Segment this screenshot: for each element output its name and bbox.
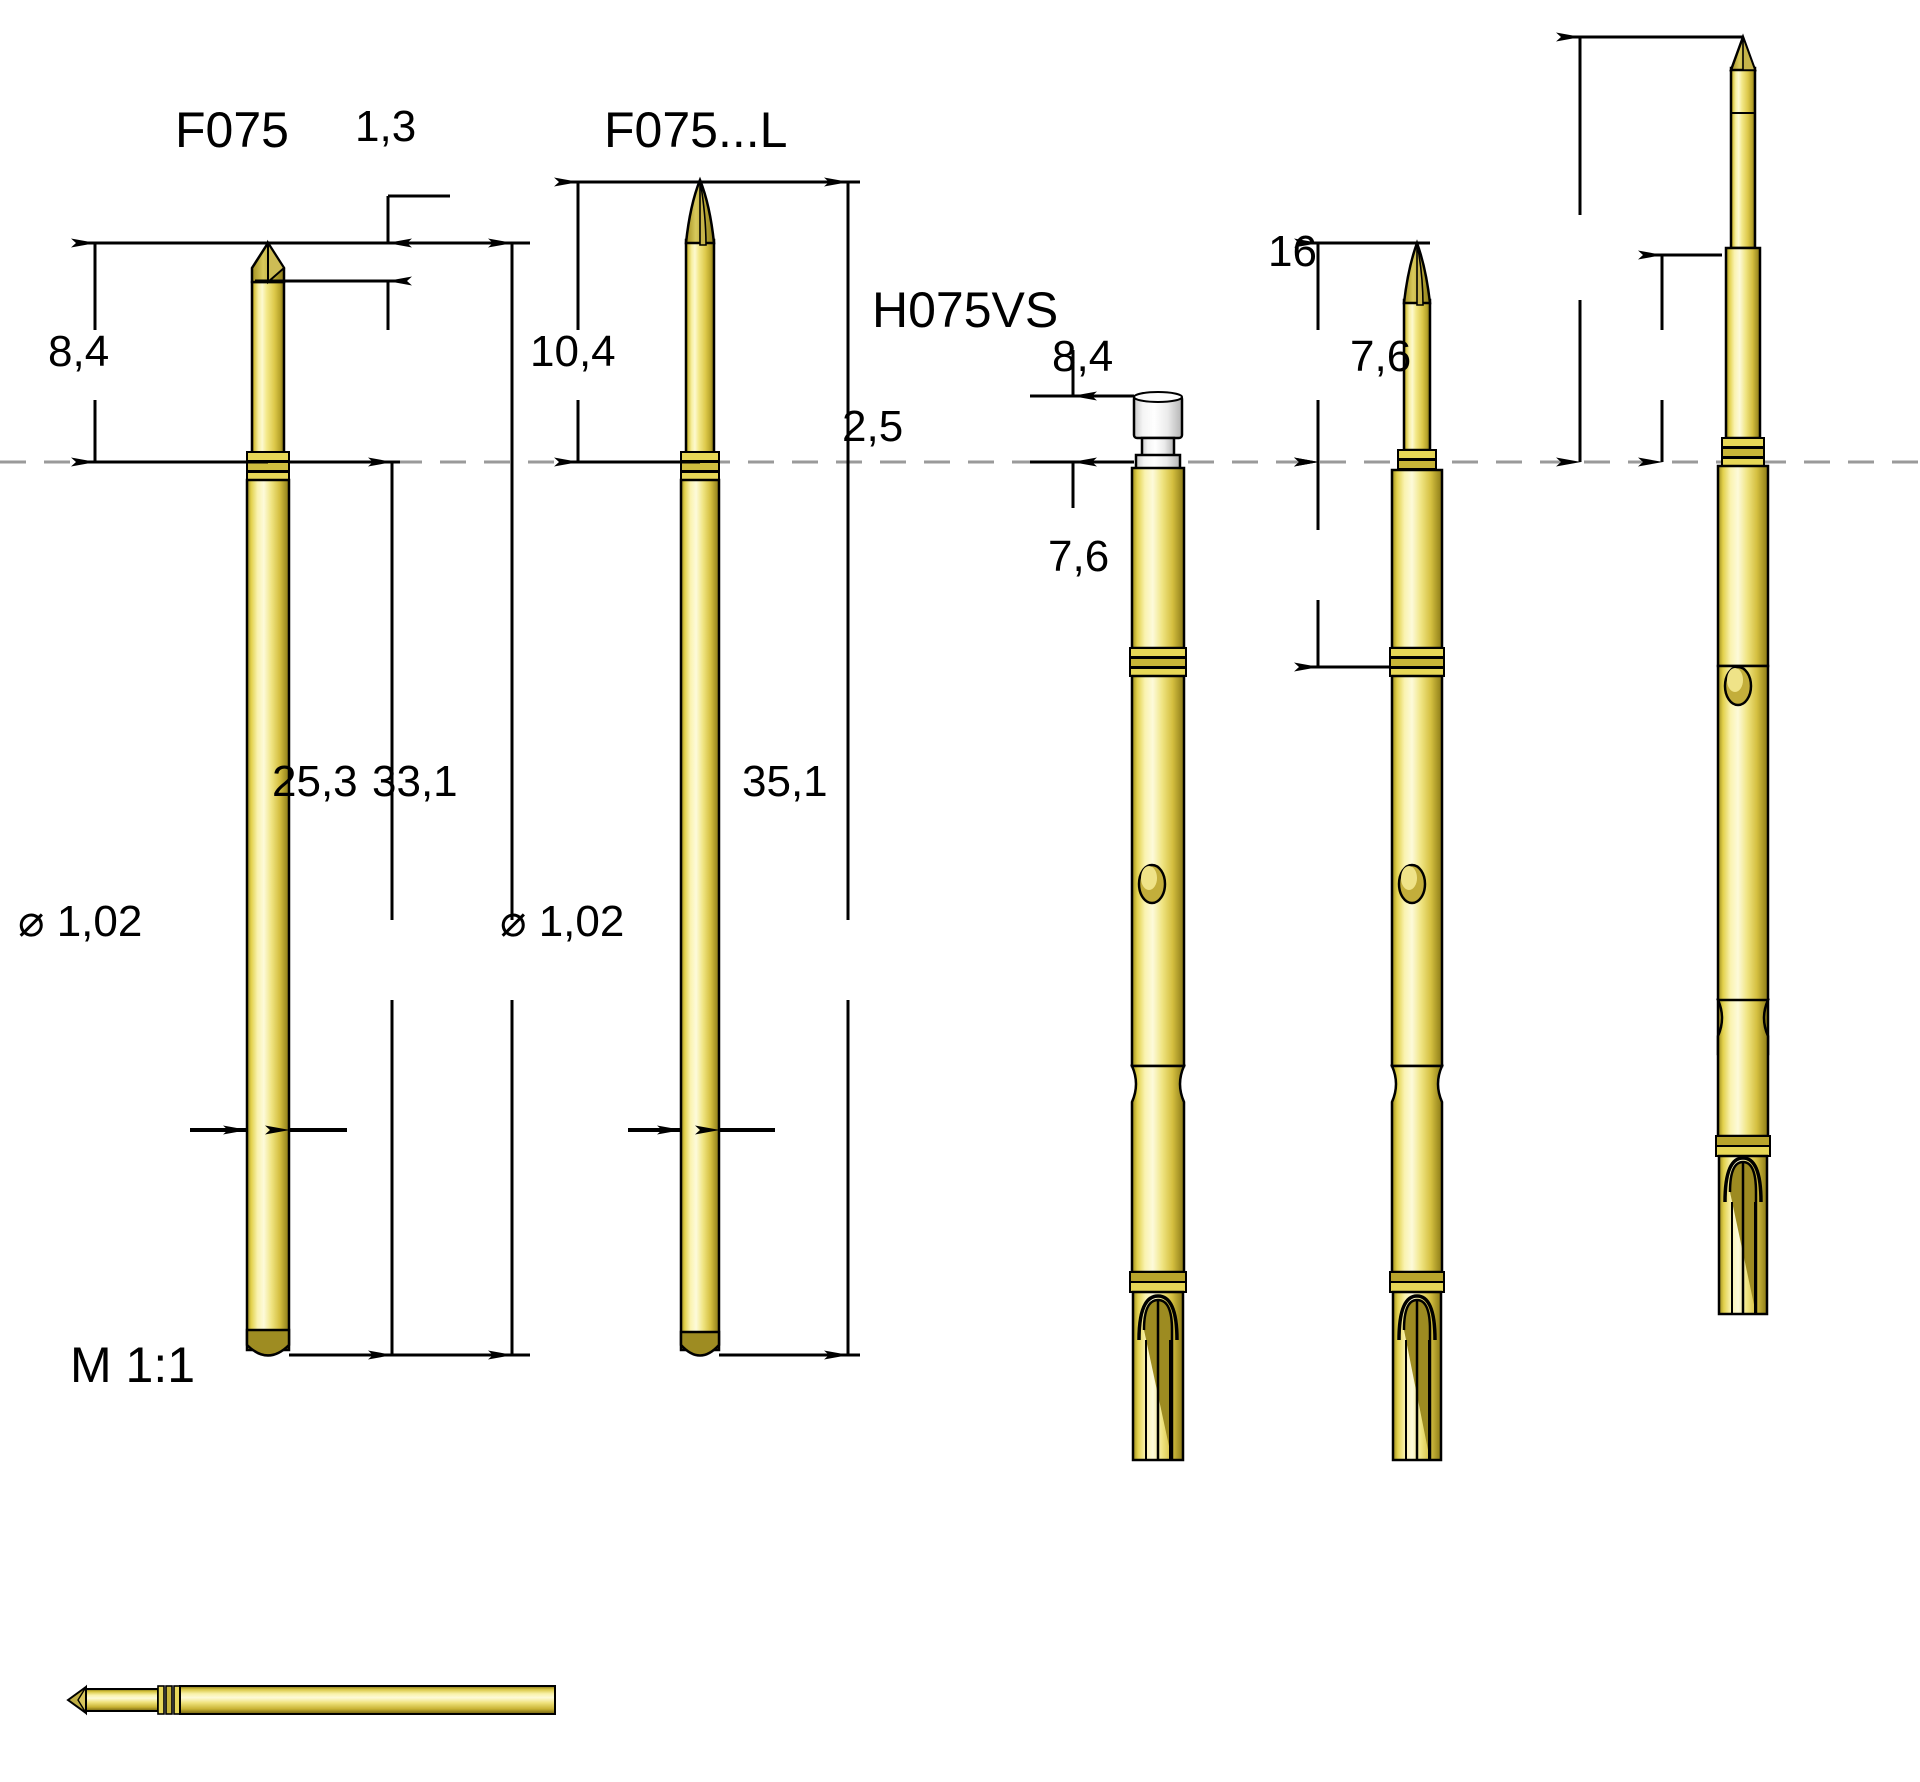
pin-scale-1-1 <box>66 1684 556 1716</box>
dim-h075vs-2-5 <box>1030 350 1134 508</box>
pin-assembly-right <box>1715 33 1771 1316</box>
dim-f075-8-4 <box>71 238 268 467</box>
pin-assembly-mid <box>1389 239 1445 1462</box>
dim-text-right-below: 7,6 <box>1350 332 1412 381</box>
dim-text-f075l-above: 10,4 <box>530 327 616 376</box>
dim-text-f075-total: 33,1 <box>372 757 458 806</box>
dim-f075l-10-4 <box>554 177 700 467</box>
dim-text-f075-diameter: ⌀ 1,02 <box>18 897 143 946</box>
dim-text-f075-body: 25,3 <box>272 757 358 806</box>
dim-text-f075-above: 8,4 <box>48 327 110 376</box>
scale-label: M 1:1 <box>70 1337 196 1393</box>
dim-text-f075-tip-offset: 1,3 <box>355 102 417 151</box>
dim-mid-7-6 <box>1294 457 1390 672</box>
view-label-f075: F075 <box>175 102 289 158</box>
dim-text-f075l-diameter: ⌀ 1,02 <box>500 897 625 946</box>
view-label-f075l: F075...L <box>604 102 788 158</box>
dim-right-7-6 <box>1638 250 1722 467</box>
dim-text-h075vs-head: 2,5 <box>842 402 904 451</box>
pin-f075 <box>245 239 291 1357</box>
pin-h075vs <box>1129 391 1187 1462</box>
view-label-h075vs: H075VS <box>872 282 1059 338</box>
dim-text-mid-below: 7,6 <box>1048 532 1110 581</box>
dim-f075-33-1 <box>400 238 530 1360</box>
dim-f075l-35-1 <box>700 177 860 1360</box>
dim-text-right-above: 16 <box>1268 227 1317 276</box>
dim-f075-25-3 <box>289 457 400 1360</box>
dim-text-mid-above: 8,4 <box>1052 332 1114 381</box>
dim-text-f075l-total: 35,1 <box>742 757 828 806</box>
dim-right-16 <box>1556 32 1743 467</box>
dim-f075-1-3 <box>200 194 530 330</box>
pin-f075l <box>679 176 721 1357</box>
dim-mid-8-4 <box>1294 238 1430 467</box>
